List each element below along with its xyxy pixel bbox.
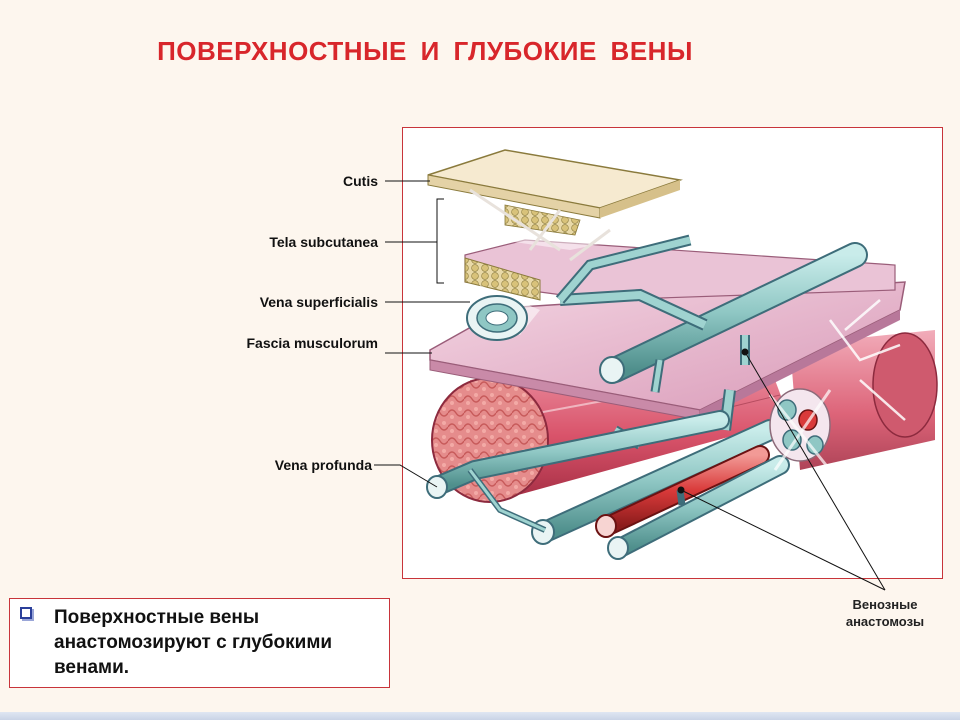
label-fascia-musculorum: Fascia musculorum — [246, 335, 379, 351]
label-cutis: Cutis — [343, 173, 378, 189]
label-vena-superficialis: Vena superficialis — [259, 294, 378, 310]
bottom-decorative-bar — [0, 712, 960, 720]
label-vena-profunda: Vena profunda — [274, 457, 372, 473]
leader-lines — [374, 180, 886, 591]
connective-strands — [829, 299, 906, 421]
anastomosis-marker-upper — [741, 348, 749, 356]
anastomosis-marker-lower — [677, 486, 685, 494]
deep-vessels — [426, 410, 790, 560]
label-venous-anastomoses: Венозные анастомозы — [845, 597, 925, 629]
superficial-vein — [555, 234, 868, 393]
label-tela-subcutanea: Tela subcutanea — [269, 234, 378, 250]
note-text: Поверхностные вены анастомозируют с глуб… — [54, 607, 333, 678]
note-box: Поверхностные вены анастомозируют с глуб… — [9, 598, 390, 688]
superficial-vein-section — [466, 295, 528, 341]
deep-bundle-section — [768, 388, 832, 471]
cutis-layer — [427, 149, 683, 262]
checkbox-bullet-icon — [20, 607, 32, 619]
page-title: ПОВЕРХНОСТНЫЕ И ГЛУБОКИЕ ВЕНЫ — [157, 36, 693, 66]
